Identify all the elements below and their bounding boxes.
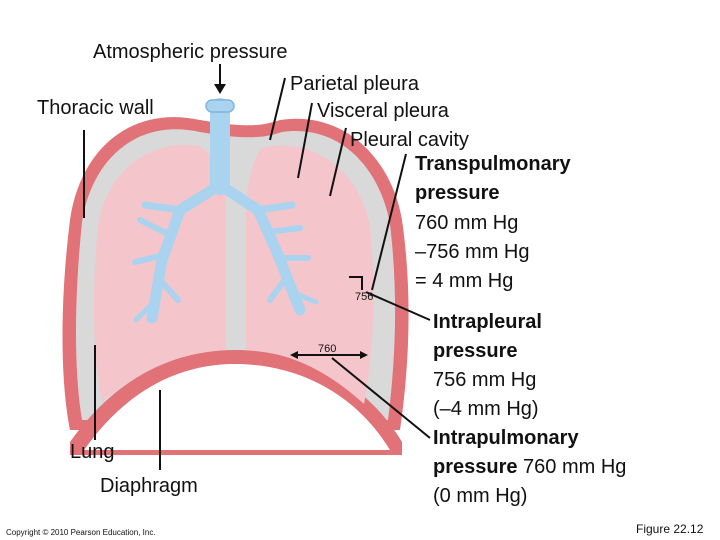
diaphragm-label: Diaphragm	[100, 475, 198, 497]
transpulmonary-title-line2: pressure	[415, 182, 500, 204]
intrapleural-title-line2: pressure	[433, 340, 518, 362]
intrapleural-title-line1: Intrapleural	[433, 311, 542, 333]
transpulmonary-title-line1: Transpulmonary	[415, 153, 571, 175]
transpulmonary-line2: –756 mm Hg	[415, 241, 530, 263]
value-760-arrow-left	[290, 351, 298, 359]
transpulmonary-line1: 760 mm Hg	[415, 212, 519, 234]
intrapulmonary-line2-row: pressure 760 mm Hg	[433, 456, 626, 478]
intrapulmonary-title-line1: Intrapulmonary	[433, 427, 579, 449]
trachea-top	[205, 99, 235, 113]
intrapleural-line1: 756 mm Hg	[433, 369, 537, 391]
lung-value-label: 760	[318, 343, 337, 355]
intrapleural-line2: (–4 mm Hg)	[433, 398, 539, 420]
parietal-pleura-label: Parietal pleura	[290, 73, 419, 95]
transpulmonary-line3: = 4 mm Hg	[415, 270, 514, 292]
intrapulmonary-value: 760 mm Hg	[517, 456, 627, 478]
figure-number: Figure 22.12	[636, 522, 704, 536]
pleural-value-label: 756	[355, 291, 374, 303]
atmospheric-arrow-head	[214, 84, 226, 94]
intrapulmonary-line3: (0 mm Hg)	[433, 485, 528, 507]
atmospheric-pressure-label: Atmospheric pressure	[93, 41, 288, 63]
value-760-arrow-right	[360, 351, 368, 359]
lung-label: Lung	[70, 441, 115, 463]
leader-lines	[83, 64, 431, 470]
pleural-cavity-label: Pleural cavity	[350, 129, 469, 151]
thoracic-wall-label: Thoracic wall	[37, 97, 154, 119]
copyright-text: Copyright © 2010 Pearson Education, Inc.	[6, 528, 156, 537]
airway-tree	[132, 98, 319, 324]
intrapulmonary-title-line2: pressure	[433, 456, 518, 478]
visceral-pleura-label: Visceral pleura	[317, 100, 449, 122]
